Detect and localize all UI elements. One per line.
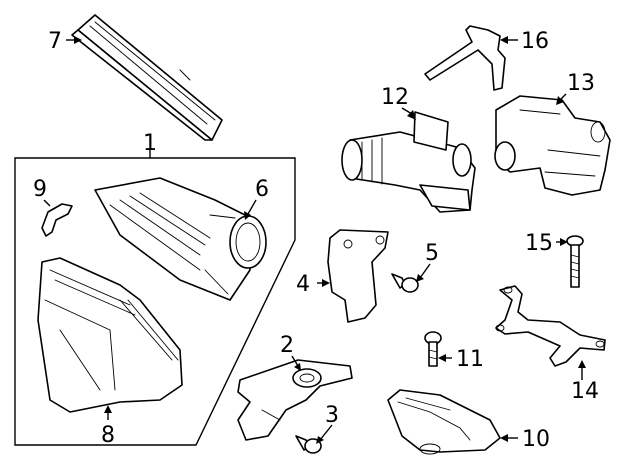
callout-4: 4 <box>296 272 310 297</box>
callout-9: 9 <box>33 177 47 202</box>
stud-15 <box>566 235 584 288</box>
clamp <box>41 203 73 237</box>
bracket-14 <box>495 285 606 367</box>
callout-5: 5 <box>425 241 439 266</box>
air-cleaner-housing <box>37 257 183 413</box>
callout-15: 15 <box>525 231 553 256</box>
callout-16: 16 <box>521 29 549 54</box>
callout-13: 13 <box>567 71 595 96</box>
callout-1: 1 <box>143 131 157 156</box>
callout-14: 14 <box>571 379 599 404</box>
callout-10: 10 <box>522 427 550 452</box>
air-duct-10 <box>387 389 501 455</box>
callout-6: 6 <box>255 177 269 202</box>
callout-7: 7 <box>48 29 62 54</box>
bolt-11 <box>424 331 442 367</box>
bracket-2 <box>237 359 353 441</box>
intake-duct <box>341 111 476 213</box>
callout-11: 11 <box>456 347 484 372</box>
air-filter-element <box>71 14 223 141</box>
leaders <box>43 36 586 444</box>
bracket-4 <box>327 229 389 323</box>
bolt-3 <box>295 435 322 454</box>
air-cleaner-cover <box>94 177 267 301</box>
bracket-16 <box>424 25 506 91</box>
callout-8: 8 <box>101 423 115 448</box>
callout-12: 12 <box>381 85 409 110</box>
bolt-5 <box>391 273 419 293</box>
callout-2: 2 <box>280 333 294 358</box>
callout-3: 3 <box>325 403 339 428</box>
resonator <box>494 95 611 196</box>
assembly-1-frame <box>14 157 296 446</box>
